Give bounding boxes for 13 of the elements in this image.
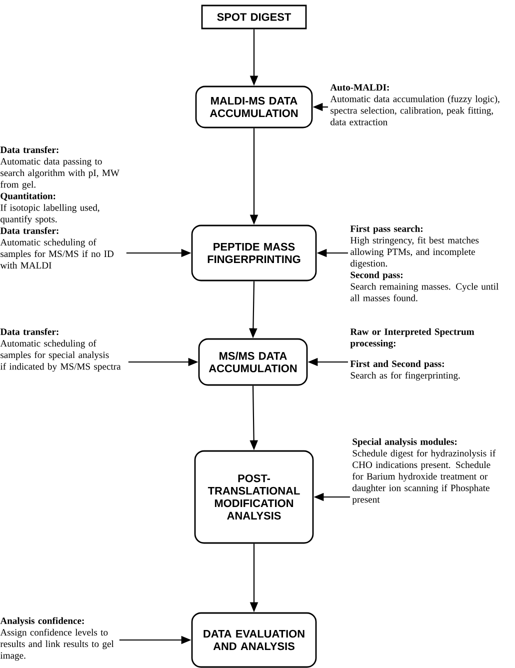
annotation-text: Data transfer: Automatic data passing to search algorithm with pI, MW from gel. Quantitation: If isotopic labelling used, quantify spots. Data transfer: Automatic scheduling of samples for MS/MS if no ID with MALDI (0, 146, 120, 269)
process-box: MALDI-MS DATA ACCUMULATION (195, 86, 313, 128)
annotation-text: First pass search: High stringency, fit best matches allowing PTMs, and incomplete digestion. Second pass: Search remaining masses. Cycle until all masses found. (350, 225, 498, 302)
annotation-text: Data transfer: Automatic scheduling of samples for special analysis if indicated by MS/MS spectra (0, 328, 121, 372)
annotation-text: Analysis confidence: Assign confidence levels to results and link results to gel image. (0, 617, 114, 661)
process-box: DATA EVALUATION AND ANALYSIS (191, 612, 317, 668)
process-box: MS/MS DATA ACCUMULATION (198, 338, 308, 386)
annotation-text: Raw or Interpreted Spectrum processing: First and Second pass: Search as for fingerprinting. (350, 328, 474, 381)
annotation-text: Auto-MALDI: Automatic data accumulation (fuzzy logic), spectra selection, calibration, peak fitting, data extraction (330, 84, 500, 126)
process-box: PEPTIDE MASS FINGERPRINTING (191, 224, 317, 282)
process-box: POST-TRANSLATIONAL MODIFICATION ANALYSIS (194, 450, 314, 544)
annotation-text: Special analysis modules: Schedule digest for hydrazinolysis if CHO indications present. Schedule for Barium hydroxide treatment or daughter ion scanning if Phosphate present (352, 438, 496, 505)
process-box: SPOT DIGEST (201, 4, 307, 30)
